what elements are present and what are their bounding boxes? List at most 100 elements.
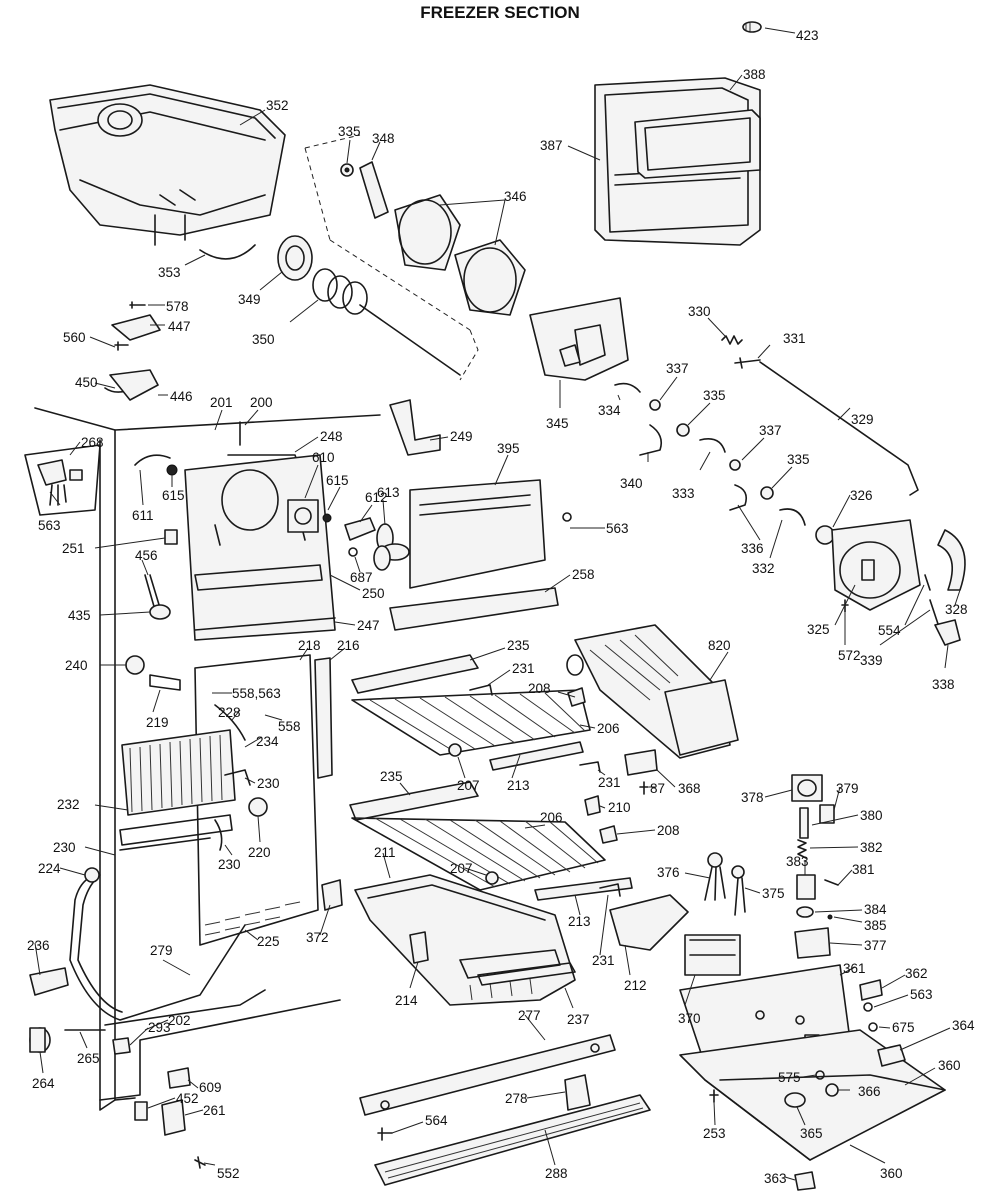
part-212-front	[477, 962, 576, 986]
part-249-bracket	[389, 399, 441, 456]
part-378-379-solenoid	[791, 774, 835, 824]
part-label: 237	[567, 1012, 590, 1027]
part-label: 268	[81, 435, 104, 450]
part-353-wire	[199, 244, 256, 260]
part-325-motor	[831, 519, 921, 611]
part-label: 360	[938, 1058, 961, 1073]
part-label: 353	[158, 265, 181, 280]
part-208-clip-lower	[599, 825, 618, 844]
part-213-front-upper	[489, 741, 584, 771]
diagram-title: FREEZER SECTION	[420, 3, 580, 22]
part-label: 219	[146, 715, 169, 730]
part-label: 331	[783, 331, 806, 346]
part-label: 231	[592, 953, 615, 968]
part-label: 207	[457, 778, 480, 793]
part-label: 250	[362, 586, 385, 601]
part-label: 336	[741, 541, 764, 556]
part-label: 211	[374, 845, 396, 860]
part-447-bracket	[111, 314, 161, 341]
part-label: 368	[678, 781, 701, 796]
part-346-drums	[394, 194, 526, 316]
part-213-front-lower	[534, 877, 633, 901]
part-label: 235	[507, 638, 530, 653]
part-label: 247	[357, 618, 380, 633]
part-332-cam	[779, 508, 806, 526]
parts-drawing	[24, 21, 966, 1191]
part-label: 235	[380, 769, 403, 784]
part-label: 563	[38, 518, 61, 533]
part-label: 236	[27, 938, 50, 953]
part-235-shelf-rail-lower	[349, 781, 479, 821]
leader-lines	[34, 27, 961, 1181]
part-label: 279	[150, 943, 173, 958]
part-337-spring-2	[729, 459, 741, 471]
part-552-screw	[194, 1156, 206, 1169]
part-329-rod	[759, 361, 919, 496]
part-label: 230	[257, 776, 280, 791]
part-label: 251	[62, 541, 85, 556]
part-363-foot	[794, 1171, 816, 1191]
part-label: 261	[203, 1103, 226, 1118]
part-206-wire-shelf-lower	[351, 817, 606, 891]
part-687-screw	[348, 547, 358, 557]
part-label: 450	[75, 375, 98, 390]
part-564-screw	[377, 1127, 393, 1141]
part-label: 337	[759, 423, 782, 438]
part-label: 563	[606, 521, 629, 536]
auger-outline	[304, 134, 479, 381]
part-609-clip	[167, 1067, 191, 1089]
part-label: 240	[65, 658, 88, 673]
part-label: 361	[843, 961, 866, 976]
part-label: 447	[168, 319, 191, 334]
part-label: 253	[703, 1126, 726, 1141]
part-label: 206	[540, 810, 563, 825]
part-label: 360	[880, 1166, 903, 1181]
part-label: 385	[864, 918, 887, 933]
part-label: 202	[168, 1013, 191, 1028]
part-label: 423	[796, 28, 819, 43]
part-208-clip-upper	[567, 687, 586, 707]
part-452-plate	[134, 1101, 148, 1121]
part-label: 372	[306, 930, 329, 945]
part-224-225-drain-tube	[69, 874, 246, 1021]
part-label: 435	[68, 608, 91, 623]
part-377-bracket	[794, 927, 831, 959]
part-label: 339	[860, 653, 883, 668]
part-label: 609	[199, 1080, 222, 1095]
part-label: 288	[545, 1166, 568, 1181]
part-264-cylinder	[29, 1027, 51, 1053]
part-231-clip-upper-2	[579, 761, 601, 773]
part-214-218-evaporator-panel	[194, 654, 319, 946]
part-207-stop-upper	[448, 743, 462, 757]
part-label: 326	[850, 488, 873, 503]
part-label: 610	[312, 450, 335, 465]
part-label: 200	[250, 395, 273, 410]
part-236-clip	[321, 879, 343, 911]
part-288-grille	[374, 1094, 651, 1186]
part-label: 366	[858, 1084, 881, 1099]
part-423-bulb	[742, 21, 762, 33]
part-label: 348	[372, 131, 395, 146]
part-336-cam	[729, 484, 748, 511]
part-label: 345	[546, 416, 569, 431]
part-435-socket	[149, 604, 171, 620]
part-365-foot	[784, 1092, 806, 1108]
part-258-shelf-front	[389, 587, 559, 631]
part-label: 370	[678, 1011, 701, 1026]
part-label: 332	[752, 561, 775, 576]
part-240-bulb	[125, 655, 145, 675]
part-381-pin	[824, 879, 839, 886]
part-label: 328	[945, 602, 968, 617]
part-label: 264	[32, 1076, 55, 1091]
part-675-screw	[868, 1022, 878, 1032]
part-340-cam	[639, 424, 663, 456]
part-331-part	[734, 357, 761, 369]
part-337-spring	[649, 399, 661, 411]
part-563-screw-2	[863, 1002, 873, 1012]
part-label: 558,563	[232, 686, 281, 701]
part-456-wires	[144, 574, 161, 611]
part-338-clip	[934, 619, 961, 646]
part-label: 335	[703, 388, 726, 403]
part-label: 258	[572, 567, 595, 582]
part-label: 379	[836, 781, 859, 796]
